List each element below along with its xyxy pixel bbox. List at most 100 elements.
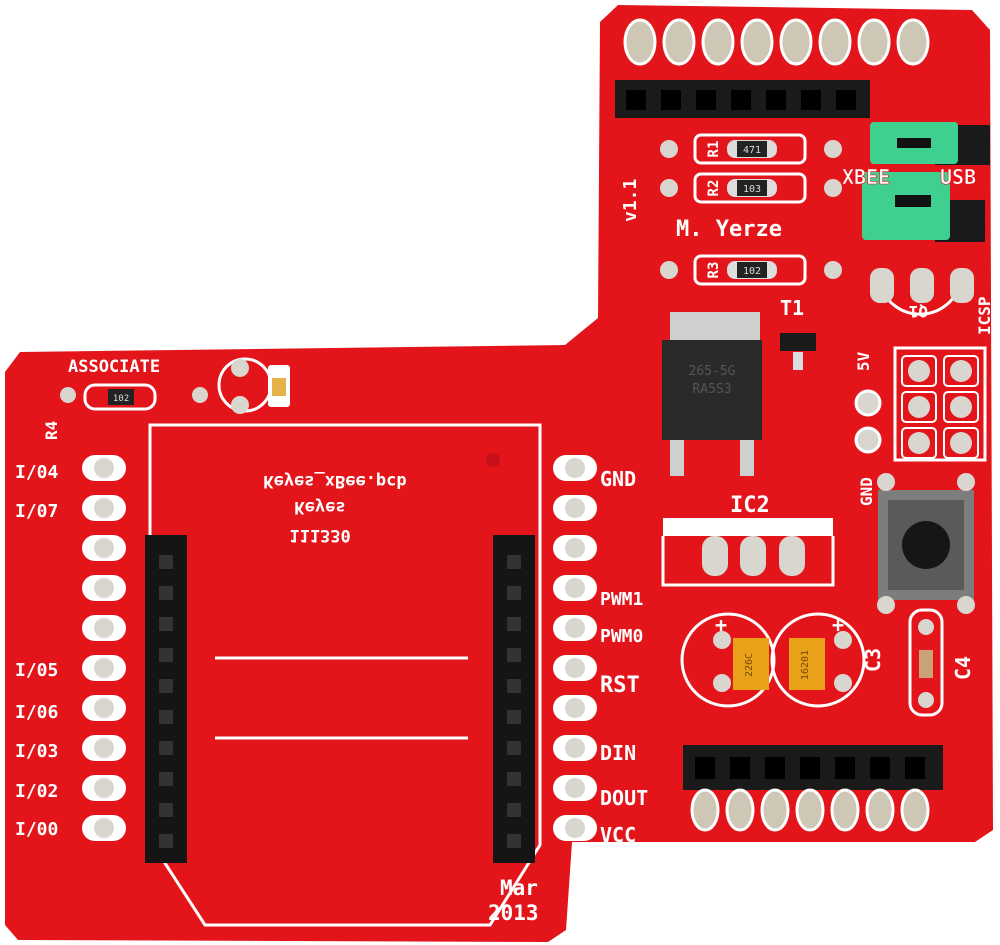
top-pin <box>857 18 891 66</box>
header-hole <box>661 90 681 110</box>
icsp-outline <box>893 346 987 462</box>
right-pin-pads <box>553 455 597 841</box>
plus-mark: + <box>832 613 844 637</box>
regulator-leg <box>670 440 684 476</box>
pin-label-io3: I/03 <box>15 741 58 762</box>
header-pad-hole <box>94 818 114 838</box>
socket-hole <box>159 617 173 631</box>
socket-hole <box>507 617 521 631</box>
usb-label: USB <box>940 165 976 189</box>
c-outline <box>680 612 776 708</box>
top-pin <box>818 18 852 66</box>
header-pad-hole <box>565 578 585 598</box>
resistor-body <box>737 141 767 157</box>
pin-label-io0: I/00 <box>15 819 58 840</box>
pin-label-din: DIN <box>600 741 636 765</box>
gnd-side-label: GND <box>857 477 876 506</box>
header-pad-hole <box>94 738 114 758</box>
date-year: 2013 <box>488 901 539 925</box>
c4-capacitor <box>919 650 933 678</box>
socket-hole <box>507 710 521 724</box>
via-pad <box>854 426 882 454</box>
top-pin <box>779 18 813 66</box>
header-hole <box>800 757 820 779</box>
date-month: Mar <box>500 876 538 900</box>
button-pad <box>877 596 895 614</box>
cap-pad <box>713 631 731 649</box>
t1-label: T1 <box>780 296 804 320</box>
bottom-pin <box>865 788 895 832</box>
resistor-code: 471 <box>743 145 761 156</box>
header-pad-hole <box>565 738 585 758</box>
header-hole <box>765 757 785 779</box>
r4-outline <box>83 383 157 411</box>
icsp-pin <box>950 432 972 454</box>
resistor-outline <box>693 133 807 165</box>
mirrored-code: 111330 <box>289 525 350 545</box>
pin-label-vcc: VCC <box>600 823 636 847</box>
pin-label-io6: I/06 <box>15 702 58 723</box>
reset-button[interactable] <box>902 521 950 569</box>
q1-pad <box>950 268 974 303</box>
cap-pad <box>834 631 852 649</box>
via <box>486 453 500 467</box>
c4-pad <box>918 692 934 708</box>
icsp-pin <box>950 396 972 418</box>
socket-hole <box>159 555 173 569</box>
header-pad-hole <box>94 458 114 478</box>
socket-hole <box>507 555 521 569</box>
bottom-pin <box>900 788 930 832</box>
header-hole <box>730 757 750 779</box>
resistor-pad <box>660 140 678 158</box>
header-pad-hole <box>94 618 114 638</box>
resistor-outline <box>693 172 807 204</box>
led-lens <box>272 378 286 396</box>
author-label: M. Yerze <box>676 217 782 242</box>
header-pad-hole <box>565 698 585 718</box>
pin-label-pwm1: PWM1 <box>600 589 643 610</box>
socket-hole <box>507 648 521 662</box>
resistor-pad <box>824 261 842 279</box>
resistor-code: 102 <box>743 266 761 277</box>
pin-label-rst: RST <box>600 673 640 698</box>
socket-hole <box>507 834 521 848</box>
cap-pad <box>834 674 852 692</box>
top-header-pins <box>623 18 930 66</box>
cap-pad <box>713 674 731 692</box>
c3-label: C3 <box>861 648 885 672</box>
bottom-pin <box>795 788 825 832</box>
resistor-outline <box>693 254 807 286</box>
resistor-label: R2 <box>706 180 722 197</box>
q1-pad <box>910 268 934 303</box>
regulator-marking: 265-5G <box>689 364 736 379</box>
bottom-header-pins <box>690 757 930 832</box>
resistor-body <box>737 180 767 196</box>
left-pin-pads <box>82 455 126 841</box>
regulator-tab <box>670 312 760 342</box>
ic2-pad <box>702 536 728 576</box>
resistor-code: 103 <box>743 184 761 195</box>
bottom-pin <box>830 788 860 832</box>
ic2-pad <box>779 536 805 576</box>
tantalum-capacitor <box>789 638 825 690</box>
via-pad <box>854 389 882 417</box>
pin-label-dout: DOUT <box>600 786 648 810</box>
socket-hole <box>507 772 521 786</box>
r4-resistor <box>108 389 134 405</box>
ic2-label: IC2 <box>730 493 770 518</box>
resistor-body <box>737 262 767 278</box>
icsp-pin <box>908 396 930 418</box>
jumper-slot <box>897 138 931 148</box>
via-pad <box>192 387 208 403</box>
t1-transistor <box>780 333 816 351</box>
header-pad-hole <box>94 778 114 798</box>
top-pin <box>896 18 930 66</box>
socket-hole <box>507 586 521 600</box>
resistor-pad <box>660 261 678 279</box>
header-pad-hole <box>565 498 585 518</box>
resistor-pad <box>824 179 842 197</box>
pin-label-io4: I/04 <box>15 462 59 483</box>
q1-label: Q1 <box>909 302 928 321</box>
header-pad-hole <box>94 698 114 718</box>
